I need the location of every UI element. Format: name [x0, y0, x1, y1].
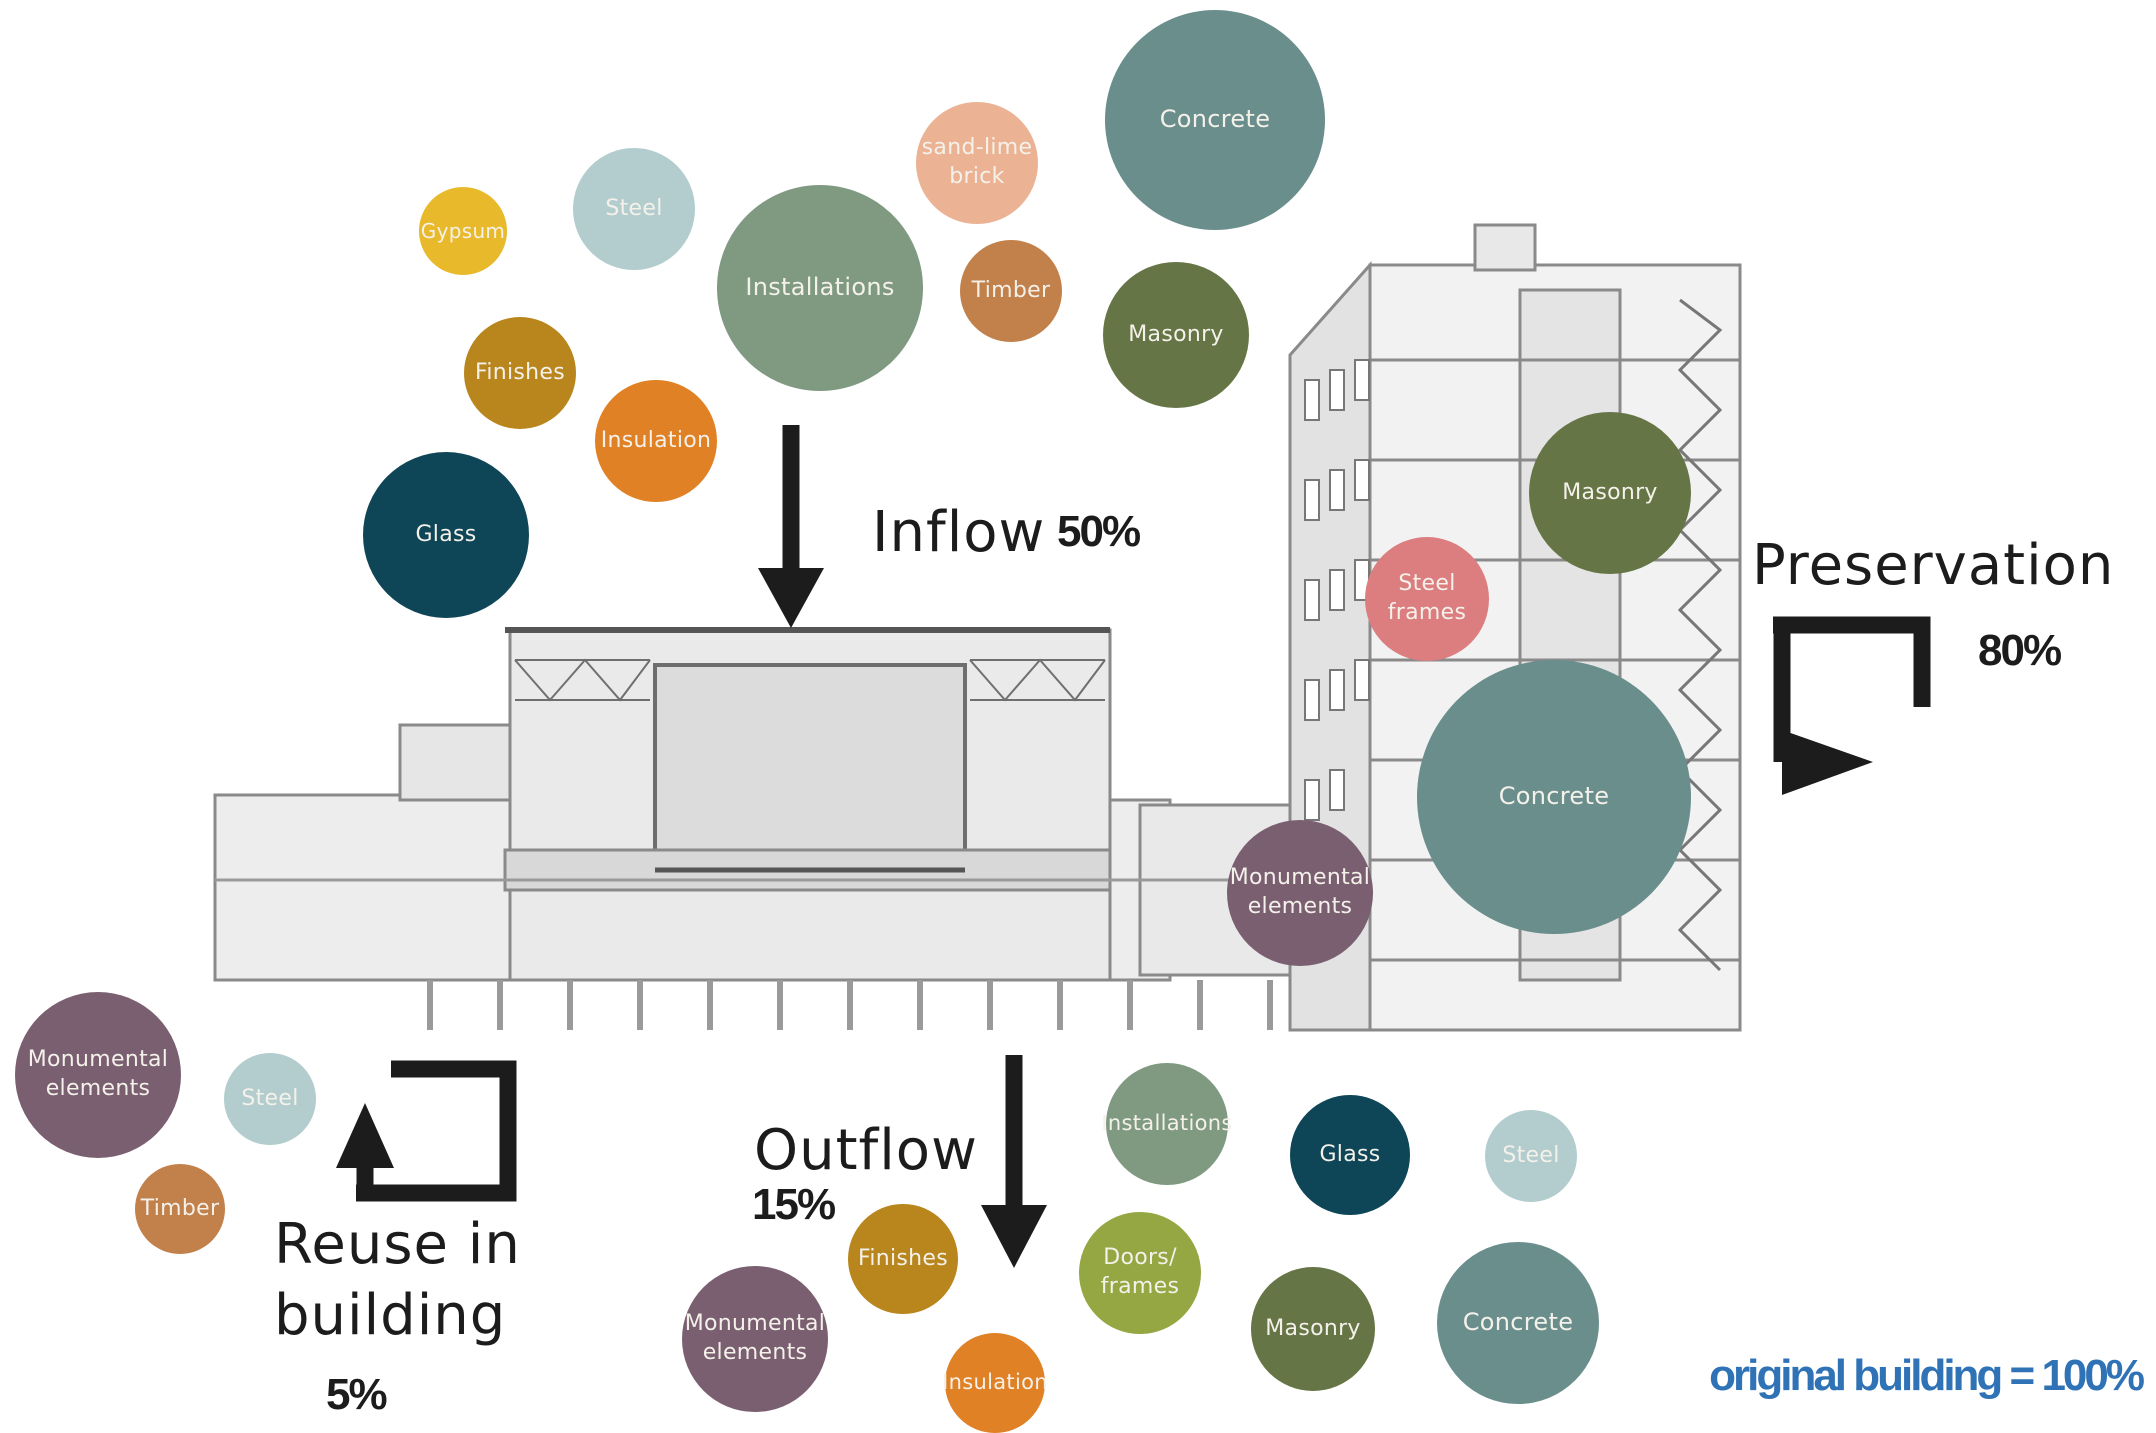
- theatre-trusses: [514, 658, 1106, 702]
- preserved-bubble-masonry: Masonry: [1529, 412, 1691, 574]
- outflow-bubble-steel: Steel: [1485, 1110, 1577, 1202]
- inflow-bubble-masonry: Masonry: [1103, 262, 1249, 408]
- outflow-percent: 15%: [752, 1180, 836, 1229]
- reuse-label-line2: building: [274, 1283, 507, 1348]
- preserved-bubble-monumental-elements: Monumental elements: [1227, 820, 1373, 966]
- inflow-bubble-insulation: Insulation: [595, 380, 717, 502]
- outflow-label: Outflow: [754, 1118, 978, 1183]
- inflow-bubble-gypsum: Gypsum: [419, 187, 507, 275]
- inflow-bubble-sand-lime-brick: sand-lime brick: [916, 102, 1038, 224]
- reuse-percent: 5%: [326, 1370, 388, 1419]
- reuse-bubble-steel: Steel: [224, 1053, 316, 1145]
- theatre-columns: [427, 980, 1273, 1030]
- preservation-label: Preservation: [1752, 533, 2115, 598]
- tower-stair: [1677, 298, 1723, 972]
- footnote-original-building: original building = 100%: [1709, 1351, 2145, 1400]
- inflow-bubble-glass: Glass: [363, 452, 529, 618]
- outflow-bubble-insulation: Insulation: [942, 1333, 1048, 1433]
- reuse-label-line1: Reuse in: [274, 1212, 521, 1277]
- preserved-bubble-concrete: Concrete: [1417, 660, 1691, 934]
- inflow-label: Inflow: [872, 500, 1046, 565]
- theatre-wing: [213, 627, 1302, 982]
- inflow-percent: 50%: [1057, 507, 1141, 556]
- outflow-bubble-glass: Glass: [1290, 1095, 1410, 1215]
- outflow-bubble-finishes: Finishes: [848, 1204, 958, 1314]
- inflow-bubble-timber: Timber: [960, 240, 1062, 342]
- flow-arrows: [336, 425, 1931, 1268]
- inflow-bubble-steel: Steel: [573, 148, 695, 270]
- inflow-bubble-installations: Installations: [717, 185, 923, 391]
- outflow-bubble-installations: Installations: [1101, 1063, 1232, 1185]
- preserved-bubble-steel-frames: Steel frames: [1365, 537, 1489, 661]
- preservation-percent: 80%: [1978, 626, 2062, 675]
- outflow-bubble-masonry: Masonry: [1251, 1267, 1375, 1391]
- outflow-bubble-concrete: Concrete: [1437, 1242, 1599, 1404]
- outflow-bubble-doors-frames: Doors/ frames: [1079, 1212, 1201, 1334]
- inflow-bubble-concrete: Concrete: [1105, 10, 1325, 230]
- inflow-bubble-finishes: Finishes: [464, 317, 576, 429]
- reuse-bubble-monumental-elements: Monumental elements: [15, 992, 181, 1158]
- reuse-bubble-timber: Timber: [135, 1164, 225, 1254]
- outflow-bubble-monumental-elements: Monumental elements: [682, 1266, 828, 1412]
